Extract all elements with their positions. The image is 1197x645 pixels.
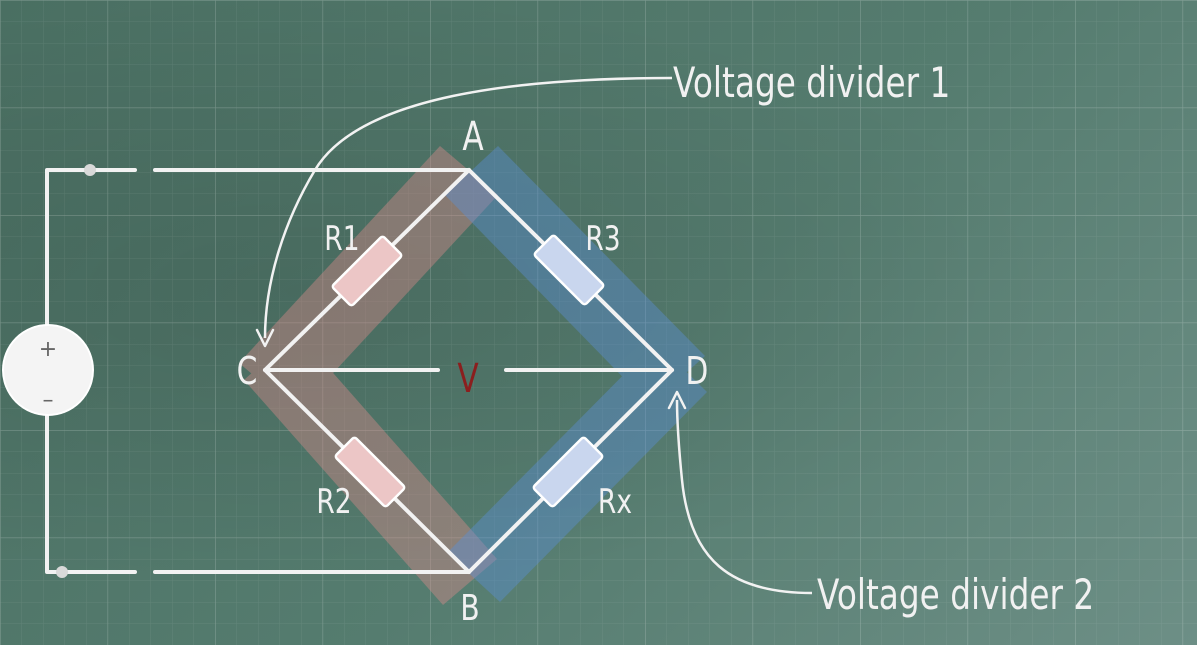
divider2-arrow (675, 399, 813, 595)
resistor-rx (532, 436, 604, 508)
switch-contact-top (84, 164, 96, 176)
wire-bottom-left (45, 412, 137, 574)
voltmeter-label: V (457, 356, 479, 402)
source-plus-label: + (39, 337, 57, 362)
resistor-r3-label: R3 (585, 220, 620, 259)
divider1-arrowhead-icon (255, 328, 275, 348)
switch-contact-bottom (56, 566, 68, 578)
source-minus-label: – (43, 388, 54, 413)
divider2-annotation: Voltage divider 2 (817, 570, 1094, 619)
resistor-r2 (334, 436, 406, 508)
divider1-annotation: Voltage divider 1 (673, 58, 950, 107)
voltage-source-icon (2, 324, 94, 416)
node-d-label: D (686, 349, 709, 394)
divider1-arrow (263, 76, 673, 339)
divider2-arrowhead-icon (667, 390, 687, 410)
resistor-r1-label: R1 (324, 220, 359, 259)
resistor-r3 (533, 234, 605, 306)
wire-top-left (45, 168, 137, 327)
resistor-rx-label: Rx (598, 483, 632, 522)
node-c-label: C (237, 349, 258, 394)
node-a-label: A (462, 114, 484, 160)
resistor-r1 (331, 235, 403, 307)
node-b-label: B (460, 587, 479, 629)
resistor-r2-label: R2 (316, 483, 351, 522)
